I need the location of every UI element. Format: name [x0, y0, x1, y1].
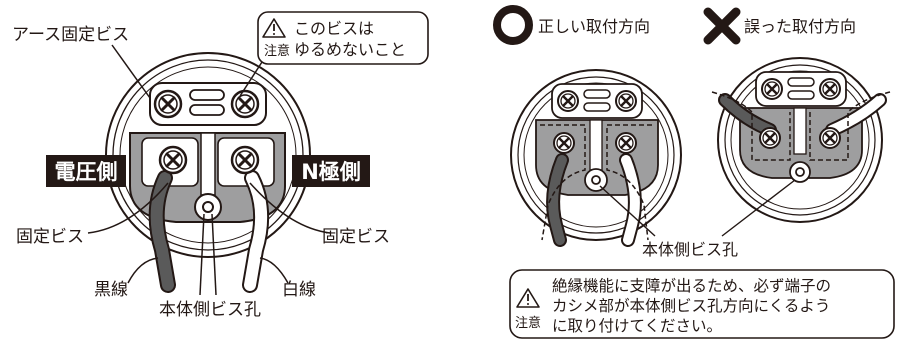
- caution-box-bottom: 注意 絶縁機能に支障が出るため、必ず端子の カシメ部が本体側ビス孔方向にくるよう…: [509, 269, 895, 339]
- wrong-direction-label: 誤った取付方向: [744, 17, 856, 36]
- caution-top-line1: このビスは: [294, 19, 374, 38]
- caution-bottom-line2: カシメ部が本体側ビス孔方向にくるよう: [552, 297, 830, 315]
- warning-triangle-icon: [516, 288, 540, 308]
- left-leaders: [87, 44, 331, 296]
- fix-screw-right-label: 固定ビス: [322, 227, 390, 247]
- fix-screw-left-icon: [158, 145, 188, 175]
- caution-top-line2: ゆるめないこと: [294, 40, 406, 59]
- caution-box-top: 注意 このビスは ゆるめないこと: [257, 11, 429, 65]
- caution-word-bottom: 注意: [515, 315, 541, 331]
- body-hole-left-label: 本体側ビス孔: [159, 300, 261, 320]
- caution-word-top: 注意: [264, 43, 290, 59]
- voltage-side-badge: [46, 155, 126, 187]
- wrong-fix-screw-left-icon: [758, 126, 782, 150]
- right-leaders: [599, 179, 796, 237]
- body-hole-right-label: 本体側ビス孔: [642, 240, 738, 259]
- correct-fix-screw-left-icon: [552, 131, 576, 155]
- correct-socket: [510, 69, 682, 247]
- correct-circle-icon: [493, 5, 533, 45]
- wrong-socket: [711, 57, 891, 223]
- lock-screw-icon: [230, 89, 260, 119]
- wrong-earth-screw-icon: [760, 77, 784, 101]
- correct-lock-screw-icon: [614, 89, 638, 113]
- n-pole-side-badge: [292, 155, 370, 187]
- fix-screw-right-icon: [230, 145, 260, 175]
- n-pole-side-label: N極側: [301, 160, 361, 184]
- correct-earth-screw-icon: [556, 89, 580, 113]
- wrong-lock-screw-icon: [818, 77, 842, 101]
- earth-screw-label: アース固定ビス: [12, 25, 129, 45]
- voltage-side-label: 電圧側: [55, 160, 118, 184]
- correct-direction-label: 正しい取付方向: [538, 17, 650, 36]
- fix-screw-left-label: 固定ビス: [16, 227, 84, 247]
- wrong-fix-screw-right-icon: [818, 126, 842, 150]
- caution-bottom-line3: に取り付けてください。: [552, 317, 722, 335]
- caution-bottom-line1: 絶縁機能に支障が出るため、必ず端子の: [552, 277, 831, 295]
- white-wire-label: 白線: [282, 280, 316, 300]
- left-socket: [105, 52, 311, 293]
- black-wire-label: 黒線: [94, 280, 128, 300]
- warning-triangle-icon: [262, 18, 286, 38]
- earth-screw-icon: [153, 89, 183, 119]
- wrong-cross-icon: [703, 7, 741, 45]
- correct-fix-screw-right-icon: [614, 131, 638, 155]
